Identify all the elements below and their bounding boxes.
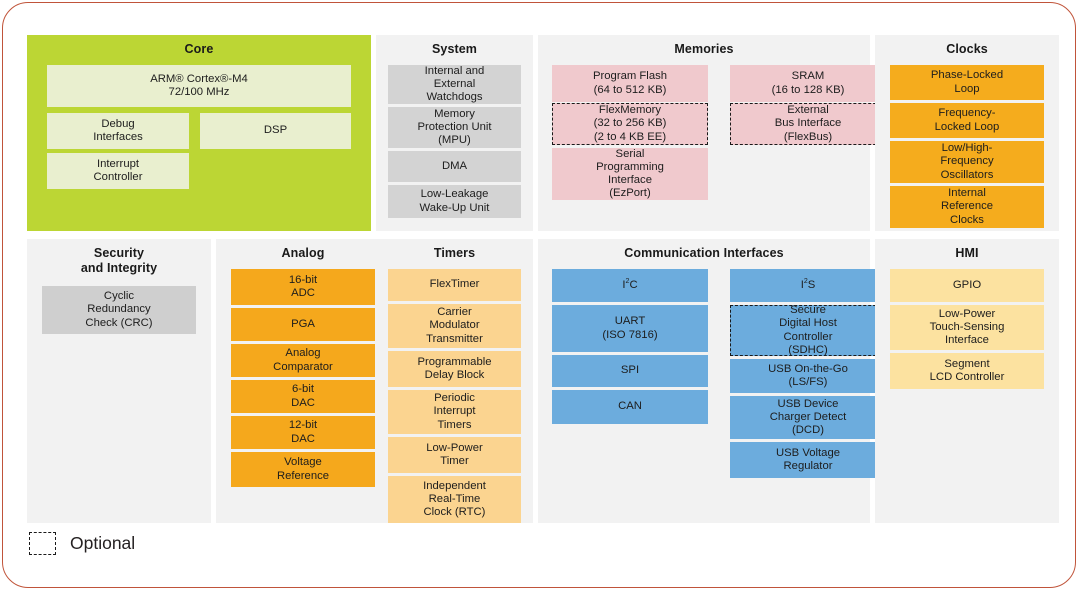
block-fll: Frequency-Locked Loop — [890, 103, 1044, 138]
panel-title-system: System — [431, 42, 478, 56]
legend-label: Optional — [70, 533, 136, 553]
panel-memories: Memories Program Flash(64 to 512 KB) Fle… — [538, 35, 886, 231]
panel-title-memories: Memories — [674, 42, 734, 56]
block-program-flash: Program Flash(64 to 512 KB) — [552, 65, 708, 102]
panel-title-communication: Communication Interfaces — [624, 246, 784, 260]
block-can: CAN — [552, 390, 708, 424]
panel-title-timers: Timers — [433, 246, 476, 260]
block-spi: SPI — [552, 355, 708, 387]
block-flexmemory: FlexMemory(32 to 256 KB)(2 to 4 KB EE) — [552, 103, 708, 145]
block-uart: UART(ISO 7816) — [552, 305, 708, 352]
block-flextimer: FlexTimer — [388, 269, 521, 301]
legend: Optional — [29, 532, 135, 555]
block-pga: PGA — [231, 308, 375, 341]
block-gpio: GPIO — [890, 269, 1044, 302]
panel-title-hmi: HMI — [955, 246, 979, 260]
dashed-rect-icon — [29, 532, 56, 555]
block-i2c: I2C — [552, 269, 708, 302]
block-usb-otg: USB On-the-Go(LS/FS) — [730, 359, 886, 393]
block-dma: DMA — [388, 151, 521, 182]
panel-title-analog: Analog — [281, 246, 325, 260]
block-dsp: DSP — [200, 113, 351, 149]
block-sram: SRAM(16 to 128 KB) — [730, 65, 886, 102]
block-i2s: I2S — [730, 269, 886, 302]
panel-title-clocks: Clocks — [946, 42, 988, 56]
panel-title-core: Core — [184, 42, 214, 56]
panel-communication-interfaces: Communication Interfaces I2C UART(ISO 78… — [538, 239, 886, 523]
